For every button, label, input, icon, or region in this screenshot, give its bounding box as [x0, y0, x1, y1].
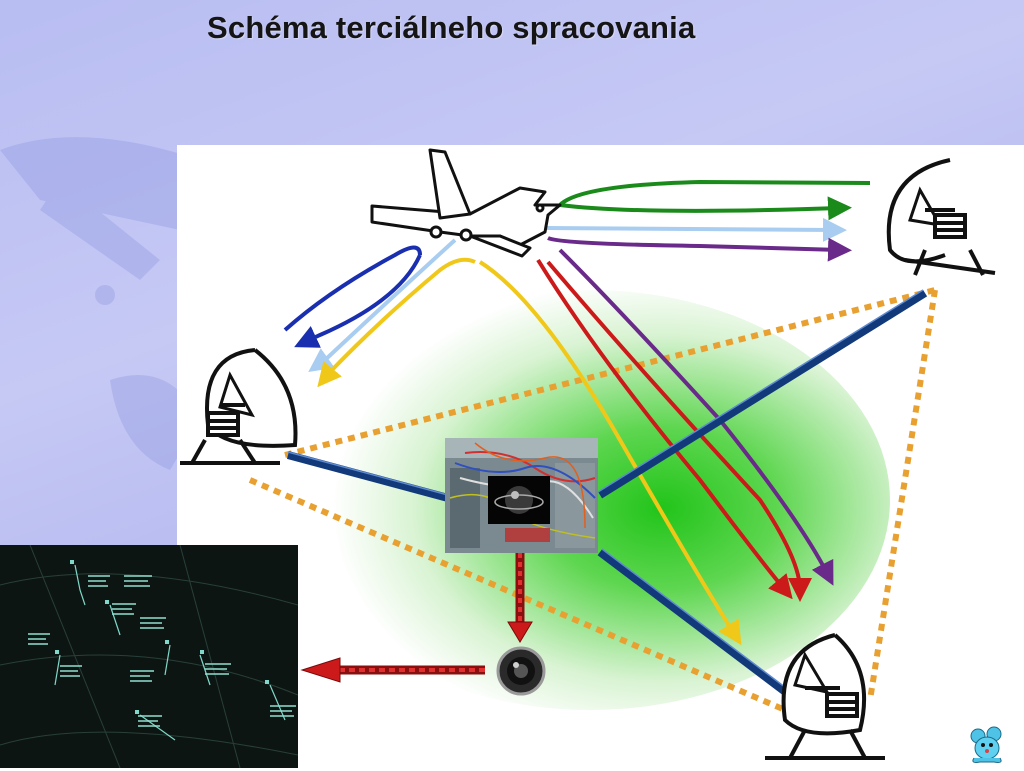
arrow-yellow-west: [317, 257, 476, 388]
link-west-radar-highlight: [287, 451, 449, 496]
data-links: [286, 289, 928, 707]
radar-display-icon: [0, 545, 298, 768]
radar-antenna-icon: [886, 158, 996, 276]
airplane-icon: [370, 148, 562, 258]
cable-to-camera: [507, 553, 533, 643]
radar-antenna-icon: [765, 633, 885, 760]
slide-title: Schéma terciálneho spracovania: [207, 10, 696, 45]
arrow-red-south-1: [536, 258, 793, 600]
arrow-lightblue-west: [308, 238, 457, 372]
arrow-lightblue-east: [544, 217, 847, 242]
link-east-radar: [597, 289, 928, 499]
arrow-green-east: [559, 196, 852, 221]
dotted-link-east-south: [867, 289, 938, 701]
link-east-radar-highlight: [597, 289, 924, 493]
mouse-mascot-icon: [966, 726, 1010, 766]
arrow-yellow-south: [478, 260, 742, 646]
arrow-red-south-2: [546, 260, 812, 602]
output-arrow-to-display: [300, 657, 485, 683]
link-south-radar-highlight: [601, 548, 803, 701]
dotted-radar-network: [248, 287, 938, 728]
link-south-radar: [597, 548, 803, 707]
camera-lens-icon: [496, 646, 546, 696]
arrow-blue-west: [294, 254, 422, 348]
arrow-green-east-top: [558, 179, 871, 207]
arrow-purple-east: [547, 236, 852, 262]
arrow-blue-west-top: [283, 245, 422, 332]
link-west-radar: [286, 451, 450, 502]
radar-antenna-icon: [180, 348, 298, 465]
processing-unit-photo: [445, 438, 598, 553]
